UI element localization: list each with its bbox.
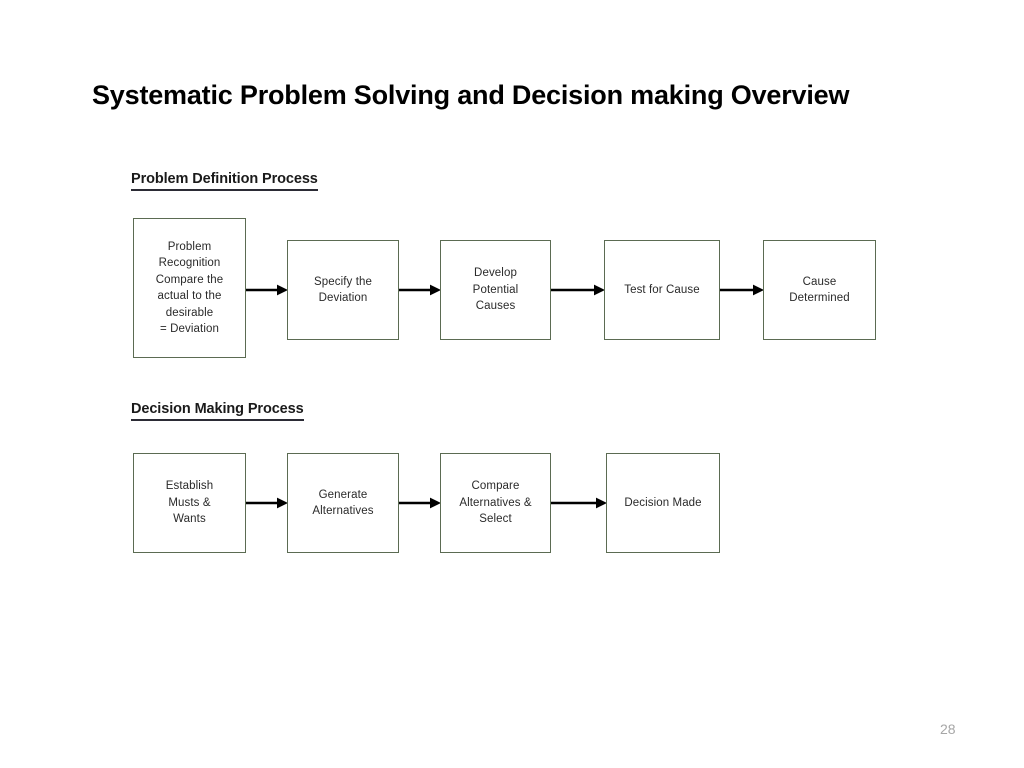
section-heading-problem-definition: Problem Definition Process — [131, 171, 318, 191]
process-box-label: Test for Cause — [624, 283, 700, 296]
arrow-right-icon — [720, 284, 764, 296]
process-box-decision-made: Decision Made — [606, 453, 720, 553]
arrow-right-icon — [399, 284, 441, 296]
arrow-right-icon — [246, 497, 288, 509]
arrow-right-icon — [399, 497, 441, 509]
page-title: Systematic Problem Solving and Decision … — [92, 80, 850, 110]
process-box-label: Compare Alternatives & Select — [459, 480, 532, 526]
process-box-label: Problem Recognition Compare the actual t… — [155, 240, 224, 336]
process-box-specify-the-deviation: Specify the Deviation — [287, 240, 399, 340]
process-box-label: Establish Musts & Wants — [165, 480, 214, 526]
process-box-problem-recognition: Problem Recognition Compare the actual t… — [133, 218, 246, 358]
process-box-label: Specify the Deviation — [314, 275, 372, 305]
process-box-label: Develop Potential Causes — [472, 267, 519, 313]
process-box-establish-musts-and-wants: Establish Musts & Wants — [133, 453, 246, 553]
process-box-label: Generate Alternatives — [312, 488, 374, 518]
arrow-right-icon — [551, 497, 607, 509]
process-box-develop-potential-causes: Develop Potential Causes — [440, 240, 551, 340]
process-box-generate-alternatives: Generate Alternatives — [287, 453, 399, 553]
arrow-right-icon — [551, 284, 605, 296]
process-box-compare-alternatives-and-select: Compare Alternatives & Select — [440, 453, 551, 553]
section-heading-decision-making: Decision Making Process — [131, 401, 304, 421]
page-number: 28 — [940, 721, 956, 737]
process-box-test-for-cause: Test for Cause — [604, 240, 720, 340]
process-box-cause-determined: Cause Determined — [763, 240, 876, 340]
arrow-right-icon — [246, 284, 288, 296]
process-box-label: Cause Determined — [789, 275, 850, 305]
process-box-label: Decision Made — [624, 496, 702, 509]
